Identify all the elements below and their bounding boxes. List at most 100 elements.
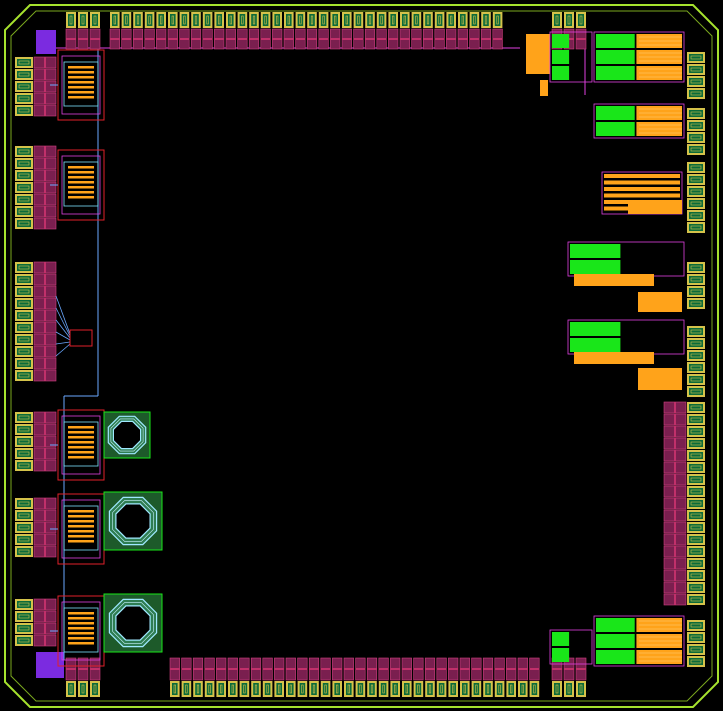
corner-block-top-left <box>36 30 56 54</box>
bottom-main-pad-8-ring <box>266 684 269 694</box>
right-side-pad-6-ring <box>690 477 702 482</box>
top-right-pad-0-ring <box>555 15 559 25</box>
left-g1-pad-4-core <box>17 196 31 203</box>
top-main-pad-8 <box>202 12 213 28</box>
top-main-pad-1 <box>121 12 132 28</box>
top-main-io-25 <box>399 28 410 50</box>
right-top-g0-pad-3-core <box>689 90 703 97</box>
transistor-block-2-finger-0 <box>68 166 94 169</box>
right-top-g2-pad-1-core <box>689 176 703 183</box>
bottom-right-io-0-stripe <box>552 668 562 670</box>
transistor-block-5-finger-0 <box>68 612 94 615</box>
right-top-g1-pad-1 <box>687 120 705 131</box>
top-main-pad-5 <box>168 12 178 28</box>
top-main-pad-27-core <box>425 14 431 26</box>
top-main-pad-2-core <box>135 14 141 26</box>
bottom-main-pad-18-ring <box>382 684 385 694</box>
top-main-pad-13 <box>260 12 271 28</box>
right-top-g1-pad-2 <box>687 132 705 143</box>
bottom-main-io-23 <box>436 657 447 681</box>
right-top-g2-pad-5-ring <box>690 225 702 230</box>
cap-block-3-bar-3 <box>604 193 680 198</box>
right-side-pad-3-ring <box>690 441 702 446</box>
left-g1-pad-1-ring <box>18 161 30 166</box>
top-main-io-15 <box>283 28 294 50</box>
bottom-main-pad-26-ring <box>475 684 478 694</box>
top-main-pad-26-ring <box>415 15 418 25</box>
bottom-main-io-28-stripe <box>494 668 505 670</box>
inductor-1-inner-turn <box>112 420 142 450</box>
fan-wire-1 <box>55 307 71 337</box>
cap-block-top-left-part-frame <box>549 31 593 83</box>
right-top-g2-pad-1 <box>687 174 705 185</box>
top-main-io-1-stripe <box>121 38 132 40</box>
top-main-pad-22 <box>365 12 375 28</box>
transistor-block-4 <box>50 493 105 565</box>
seal-ring-inner <box>10 10 713 702</box>
left-g5-pad-1 <box>15 611 33 622</box>
left-g0-pad-1-ring <box>18 72 30 77</box>
right-side-io-5 <box>663 461 687 474</box>
right-top-g1-pad-3-core <box>689 146 703 153</box>
left-g2-pad-7-core <box>17 348 31 355</box>
top-main-pad-20-core <box>344 14 350 26</box>
left-g2-io-0 <box>33 261 57 274</box>
cap-block-bottom-left-part-cap-0 <box>552 632 570 646</box>
top-right-pad-2-core <box>578 14 584 26</box>
right-side-io-13-stripe <box>674 558 676 569</box>
top-main-pad-12-core <box>251 14 257 26</box>
top-main-io-24-stripe <box>388 38 398 40</box>
inductor-2 <box>103 491 163 551</box>
right-mid-a-pad-0 <box>687 262 705 273</box>
right-mid-b-pad-2-ring <box>690 353 702 358</box>
bottom-left-io-1 <box>77 657 89 681</box>
right-top-g0-pad-1-ring <box>690 67 702 72</box>
cap-block-3 <box>601 171 683 215</box>
left-g3-pad-0-ring <box>18 415 30 420</box>
top-main-pad-10-core <box>228 14 234 26</box>
right-mid-b-pad-3 <box>687 362 705 373</box>
top-main-pad-0-ring <box>113 15 116 25</box>
right-side-io-3 <box>663 437 687 450</box>
top-main-io-5-stripe <box>168 38 178 40</box>
top-main-pad-5-ring <box>171 15 174 25</box>
left-g3-pad-1-ring <box>18 427 30 432</box>
top-main-pad-7 <box>191 12 201 28</box>
bottom-main-io-30 <box>517 657 528 681</box>
cap-block-bottom-cap-0 <box>596 618 635 632</box>
fan-wire-2 <box>55 319 71 339</box>
transistor-block-4-guard <box>61 499 101 559</box>
top-main-io-8-stripe <box>202 38 213 40</box>
fan-wire-0 <box>55 295 71 335</box>
bottom-main-pad-5 <box>228 681 238 697</box>
top-main-pad-13-ring <box>264 15 267 25</box>
right-top-g2-pad-3-ring <box>690 201 702 206</box>
left-g1-io-1 <box>33 157 57 170</box>
bottom-main-pad-6 <box>239 681 250 697</box>
right-side-pad-2-ring <box>690 429 702 434</box>
top-main-io-10-stripe <box>226 38 236 40</box>
bottom-left-pad-0 <box>66 681 76 697</box>
left-g2-io-3-stripe <box>44 298 46 309</box>
left-g0-pad-2-core <box>17 83 31 90</box>
right-side-io-8-stripe <box>674 498 676 509</box>
top-main-pad-24-core <box>390 14 396 26</box>
top-main-pad-16-ring <box>299 15 302 25</box>
top-main-io-29 <box>446 28 457 50</box>
top-main-pad-20-ring <box>345 15 348 25</box>
top-main-io-20 <box>341 28 352 50</box>
top-main-io-28 <box>434 28 445 50</box>
top-main-io-0 <box>109 28 120 50</box>
left-g1-io-3 <box>33 181 57 194</box>
left-g5-io-2 <box>33 622 57 635</box>
bottom-left-pad-1-ring <box>81 684 85 694</box>
top-main-io-30-stripe <box>458 38 468 40</box>
left-g3-pad-3 <box>15 448 33 459</box>
bottom-main-pad-21 <box>413 681 424 697</box>
top-main-pad-15-core <box>286 14 292 26</box>
left-g3-io-2-stripe <box>44 436 46 447</box>
right-side-io-1-stripe <box>674 414 676 425</box>
right-side-pad-4-ring <box>690 453 702 458</box>
bottom-main-pad-17 <box>367 681 377 697</box>
bottom-main-pad-20-core <box>404 683 410 695</box>
